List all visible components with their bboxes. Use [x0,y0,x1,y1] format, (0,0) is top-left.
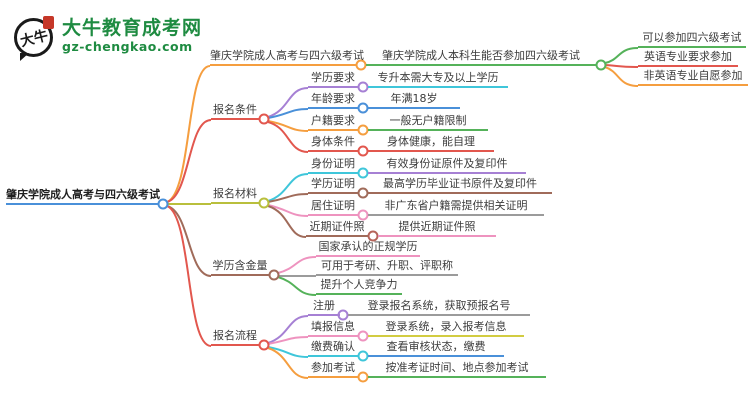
logo-red-seal-icon [43,16,54,29]
node-take-exam-step-value: 按准考证时间、地点参加考试 [368,361,546,378]
node-residence-proof-value: 非广东省户籍需提供相关证明 [368,199,544,216]
branch-point [268,269,280,281]
node-improve-competitiveness: 提升个人竞争力 [316,278,402,295]
node-physical-condition-value: 身体健康，能自理 [368,135,494,152]
node-recent-photo: 近期证件照 [306,220,368,237]
branch-point [595,59,607,71]
node-residency-requirement-value: 一般无户籍限制 [368,114,488,131]
node-age-requirement: 年龄要求 [308,92,358,109]
branch-point [357,350,369,362]
branch-point [357,124,369,136]
node-education-requirement: 学历要求 [308,71,358,88]
node-state-recognized-degree: 国家承认的正规学历 [316,240,420,257]
node-can-take-cet: 可以参加四六级考试 [638,31,746,48]
node-root-topic: 肇庆学院成人高考与四六级考试 [6,188,160,205]
node-usable-for-postgrad-promotion: 可用于考研、升职、评职称 [316,259,458,276]
node-recent-photo-value: 提供近期证件照 [378,220,496,237]
branch-point [357,187,369,199]
branch-point [258,339,270,351]
branch-point [367,230,379,242]
branch-point [357,209,369,221]
logo-domain: gz-chengkao.com [62,39,193,54]
node-register-step: 注册 [308,299,340,316]
node-residence-proof: 居住证明 [308,199,358,216]
node-degree-value: 学历含金量 [211,259,269,276]
node-register-step-value: 登录报名系统，获取预报名号 [348,299,530,316]
node-registration-materials: 报名材料 [211,187,259,204]
node-registration-process: 报名流程 [211,329,259,346]
node-cet-topic: 肇庆学院成人高考与四六级考试 [210,49,364,66]
branch-point [357,81,369,93]
node-identity-proof-value: 有效身份证原件及复印件 [368,157,526,174]
node-fill-info-step: 填报信息 [308,320,358,337]
node-residency-requirement: 户籍要求 [308,114,358,131]
branch-point [355,59,367,71]
branch-point [258,197,270,209]
node-age-requirement-value: 年满18岁 [368,92,460,109]
branch-point [357,145,369,157]
node-payment-confirm-step: 缴费确认 [308,340,358,357]
node-education-proof-value: 最高学历毕业证书原件及复印件 [368,177,552,194]
branch-point [157,198,169,210]
branch-point [258,113,270,125]
node-education-requirement-value: 专升本需大专及以上学历 [368,71,508,88]
node-education-proof: 学历证明 [308,177,358,194]
node-identity-proof: 身份证明 [308,157,358,174]
node-take-exam-step: 参加考试 [308,361,358,378]
node-non-english-majors-voluntary: 非英语专业自愿参加 [638,69,748,86]
site-logo: 大牛 大牛教育成考网 gz-chengkao.com [14,16,203,61]
logo-brand-name: 大牛教育成考网 [62,17,203,39]
node-fill-info-step-value: 登录系统，录入报考信息 [368,320,524,337]
branch-point [357,167,369,179]
node-payment-confirm-step-value: 查看审核状态，缴费 [368,340,504,357]
node-physical-condition: 身体条件 [308,135,358,152]
logo-bull-icon: 大牛 [14,16,54,61]
branch-point [357,102,369,114]
node-english-majors-required: 英语专业要求参加 [638,50,738,67]
node-can-adult-students-take-cet: 肇庆学院成人本科生能否参加四六级考试 [366,49,596,66]
branch-point [357,371,369,383]
node-registration-conditions: 报名条件 [211,103,259,120]
branch-point [357,330,369,342]
